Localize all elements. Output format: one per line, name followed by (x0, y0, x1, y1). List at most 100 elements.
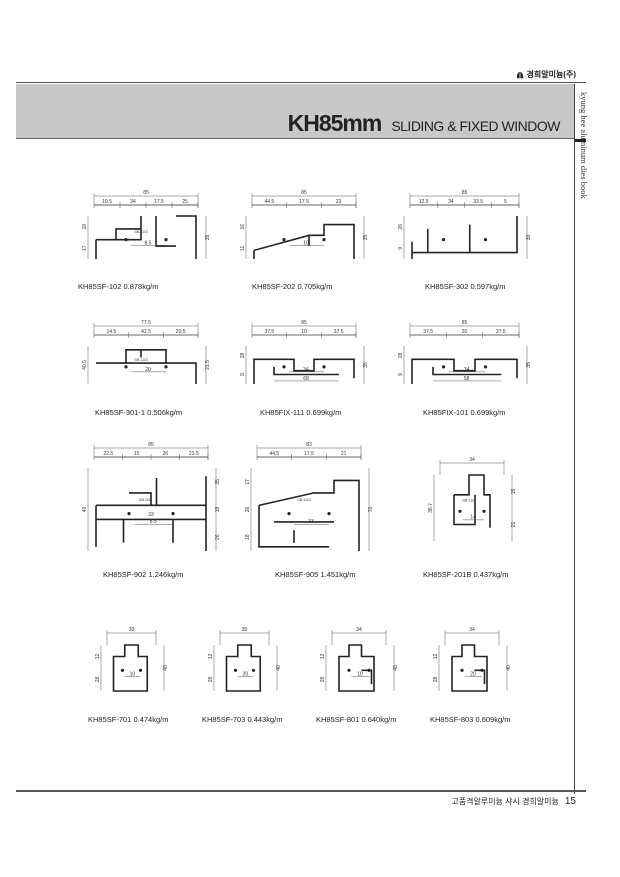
title-sub: SLIDING & FIXED WINDOW (391, 118, 560, 134)
profile-caption: KH85FIX-101 0.699kg/m (423, 408, 506, 417)
profile-shape (411, 358, 518, 384)
profile-shape (258, 479, 360, 551)
dimension-left: 16 (240, 224, 246, 230)
dimension-left: 17 (82, 245, 88, 251)
profile-caption: KH85SF-801 0.640kg/m (316, 715, 397, 724)
side-text: kyung hee aluminum dies book (579, 92, 589, 199)
dimension-left: 28 (433, 677, 439, 683)
dimension-right: 30 (526, 235, 532, 241)
profile-outline (258, 479, 360, 551)
profile-shape (95, 476, 207, 551)
dimension-left: 18 (245, 534, 251, 540)
dimension-left: 11 (240, 245, 246, 250)
dimension-top: 85 (462, 190, 468, 196)
dimension-segment: 17.5 (299, 199, 309, 205)
dimension-segment: 15 (134, 451, 140, 457)
profile-caption: KH85SF-803 0.609kg/m (430, 715, 511, 724)
dimension-mid: 20 (470, 671, 476, 677)
profile-shape (96, 349, 197, 384)
screw-boss (482, 509, 486, 513)
dimension-mid: 8.5 (145, 240, 152, 246)
dimension-top: 30 (129, 627, 135, 633)
profile-caption: KH85SF-201B 0.437kg/m (423, 570, 509, 579)
dimension-left: 40.5 (82, 360, 88, 370)
brand: 경희알미늄(주) (516, 69, 577, 80)
profile-shape (453, 474, 491, 528)
dimension-left: 12 (433, 654, 439, 660)
dimension-segment: 44.5 (269, 451, 279, 457)
profile-outline (225, 644, 262, 692)
dimension-left: 18 (82, 224, 88, 230)
dimension-segment: 37.5 (334, 329, 344, 335)
dimension-mid: 10 (357, 671, 363, 677)
title-band (16, 84, 574, 139)
screw-boss (441, 365, 446, 369)
profile-outline (453, 474, 491, 528)
screw-boss (138, 668, 143, 672)
screw-boss (322, 238, 326, 242)
profile-caption: KH85SF-701 0.474kg/m (88, 715, 169, 724)
profile-caption: KH85SF-703 0.443kg/m (202, 715, 283, 724)
profile-caption: KH85SF-905 1.451kg/m (275, 570, 356, 579)
screw-boss (124, 238, 128, 242)
dimension-top: 85 (301, 190, 307, 196)
profile-outline (411, 358, 518, 384)
dimension-top: 34 (469, 627, 475, 633)
profile-outline (96, 349, 197, 384)
profile-outline (411, 216, 518, 259)
screw-boss (233, 668, 238, 672)
dimension-top: 85 (462, 320, 468, 326)
dimension-left: 38.7 (428, 503, 434, 513)
dimension-segment: 10.5 (102, 199, 112, 205)
profile-outline (253, 358, 355, 384)
screw-boss (282, 365, 286, 369)
profile-caption: KH85SF-301-1 0.506kg/m (95, 408, 183, 417)
profile-caption: KH85SF-102 0.878kg/m (78, 282, 159, 291)
dimension-mid: 33 (308, 519, 314, 525)
dimension-segment: 37.5 (423, 329, 433, 335)
dimension-segment: 21 (341, 451, 347, 457)
header-rule (16, 82, 586, 83)
dimension-mid: 14 (470, 515, 476, 521)
screw-boss (120, 668, 125, 672)
dimension-segment: 17.5 (154, 199, 164, 205)
dimension-left: 26 (398, 224, 404, 230)
profile-shape (411, 216, 518, 259)
dimension-top: 34 (469, 457, 475, 463)
dimension-top: 30 (242, 627, 248, 633)
gasket-label: GB-1110 (139, 498, 153, 502)
dimension-bottom: 58 (464, 376, 470, 382)
screw-boss (322, 365, 326, 369)
dimension-right: 19 (215, 507, 221, 513)
dimension-segment: 17.5 (304, 451, 314, 457)
dimension-segment: 5 (504, 199, 507, 205)
brand-name: 경희알미늄(주) (526, 70, 577, 79)
dimension-segment: 25 (182, 199, 188, 205)
screw-boss (171, 512, 175, 516)
dimension-left: 28 (320, 677, 326, 683)
dimension-right: 40 (393, 665, 399, 671)
dimension-right: 40 (276, 665, 282, 671)
dimension-right: 40 (163, 665, 169, 671)
profile-shape (253, 358, 355, 384)
dimension-mid: 8.5 (150, 519, 157, 525)
dimension-segment: 20.5 (176, 329, 186, 335)
dimension-left: 40 (82, 507, 88, 513)
dimension-segment: 42.5 (141, 329, 151, 335)
dimension-right: 26 (215, 534, 221, 540)
title-main: KH85mm (287, 110, 383, 136)
dimension-segment: 22.5 (103, 451, 113, 457)
profile-caption: KH85SF-902 1.246kg/m (103, 570, 184, 579)
dimension-top: 85 (148, 442, 154, 448)
